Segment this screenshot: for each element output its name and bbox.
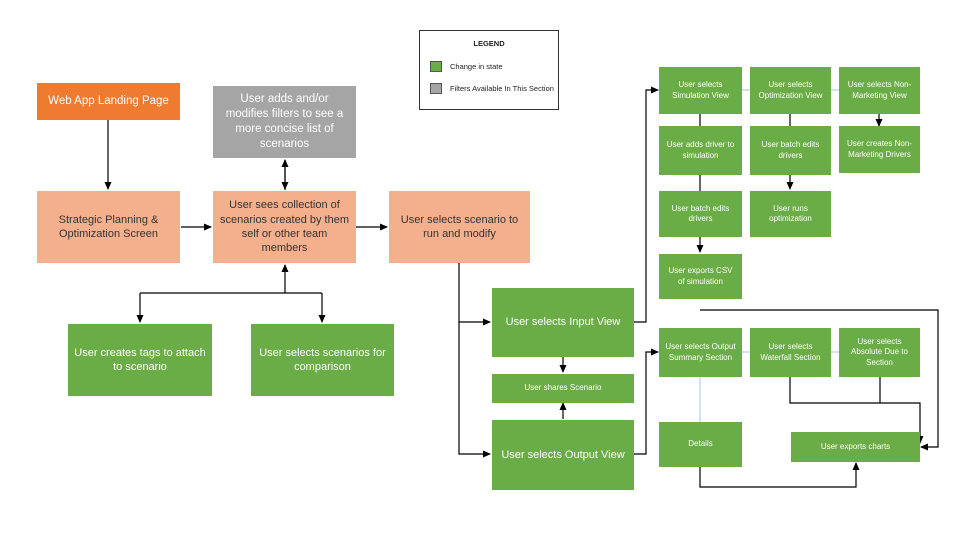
- node-details: Details: [659, 422, 742, 467]
- legend-item-label: Filters Available In This Section: [450, 84, 554, 93]
- node-export-csv: User exports CSV of simulation: [659, 254, 742, 299]
- node-share-scenario: User shares Scenario: [492, 374, 634, 403]
- arrow-to-output-view: [458, 322, 491, 458]
- green-swatch: [430, 61, 442, 72]
- node-landing-page: Web App Landing Page: [37, 83, 180, 120]
- node-output-view: User selects Output View: [492, 420, 634, 490]
- node-filters: User adds and/or modifies filters to see…: [213, 86, 356, 158]
- node-add-driver: User adds driver to simulation: [659, 126, 742, 175]
- node-export-charts: User exports charts: [791, 432, 920, 462]
- node-create-tags: User creates tags to attach to scenario: [68, 324, 212, 396]
- node-select-scenario: User selects scenario to run and modify: [389, 191, 530, 263]
- legend-item-change-in-state: Change in state: [430, 61, 503, 72]
- node-compare-scenarios: User selects scenarios for comparison: [251, 324, 394, 396]
- node-nonmarketing-view: User selects Non-Marketing View: [839, 67, 920, 114]
- node-batch-edit-simulation: User batch edits drivers: [659, 191, 742, 237]
- arrow-output-to-summary: [634, 348, 659, 455]
- gray-swatch: [430, 83, 442, 94]
- node-output-summary: User selects Output Summary Section: [659, 328, 742, 377]
- arrow-input-to-simulation: [634, 86, 659, 323]
- legend: LEGEND Change in state Filters Available…: [419, 30, 559, 110]
- arrow-summary-to-export: [700, 309, 939, 451]
- node-batch-edit-optimization: User batch edits drivers: [750, 126, 831, 175]
- node-strategic-planning: Strategic Planning & Optimization Screen: [37, 191, 180, 263]
- arrow-to-input-view: [458, 263, 491, 326]
- legend-title: LEGEND: [473, 39, 505, 48]
- node-create-nonmarketing-drivers: User creates Non-Marketing Drivers: [839, 126, 920, 173]
- node-simulation-view: User selects Simulation View: [659, 67, 742, 114]
- node-run-optimization: User runs optimization: [750, 191, 831, 237]
- arrow-details-to-export: [699, 462, 860, 488]
- legend-item-filters: Filters Available In This Section: [430, 83, 554, 94]
- node-input-view: User selects Input View: [492, 288, 634, 357]
- arrow-waterfall-absolute-to-export: [789, 377, 924, 444]
- legend-item-label: Change in state: [450, 62, 503, 71]
- node-optimization-view: User selects Optimization View: [750, 67, 831, 114]
- node-absolute-due-section: User selects Absolute Due to Section: [839, 328, 920, 377]
- node-waterfall-section: User selects Waterfall Section: [750, 328, 831, 377]
- node-scenario-collection: User sees collection of scenarios create…: [213, 191, 356, 263]
